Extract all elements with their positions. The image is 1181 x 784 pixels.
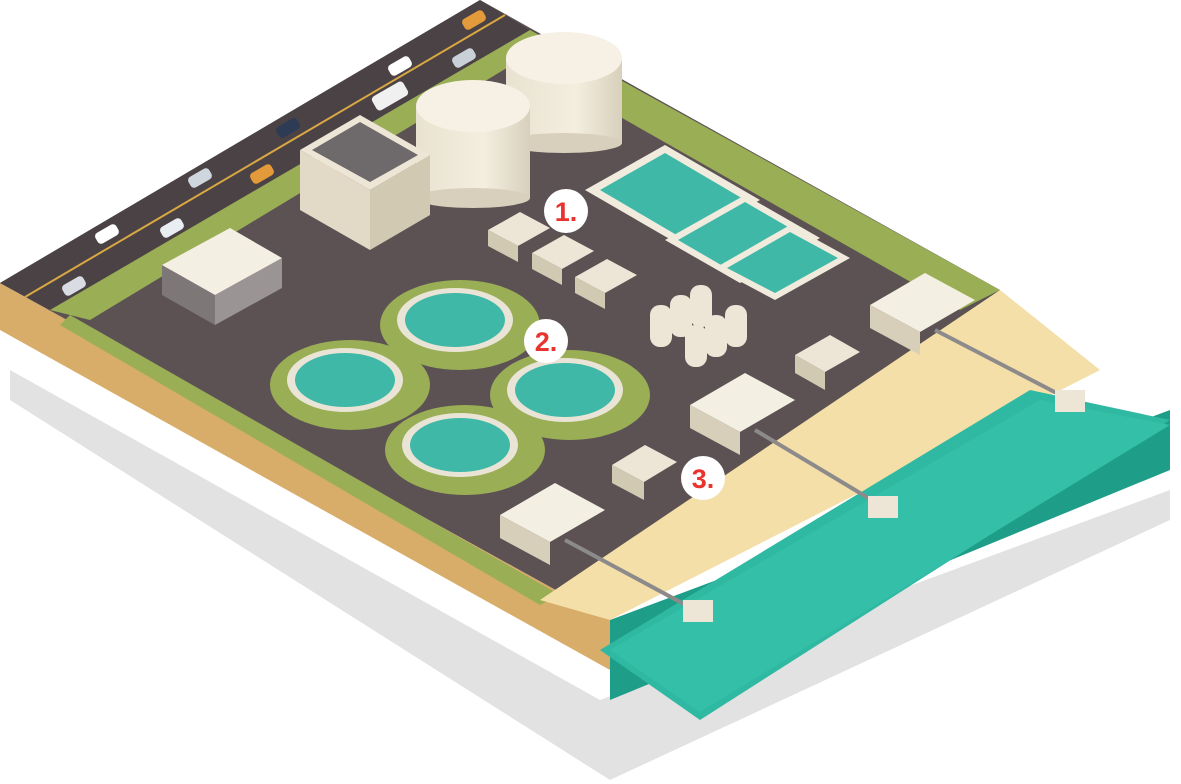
- office-building: [300, 115, 430, 250]
- sea-water-main: [610, 400, 1170, 712]
- intake-tower: [868, 496, 898, 518]
- storage-tank-top: [506, 32, 622, 84]
- intake-pipe: [934, 328, 1071, 402]
- car: [160, 218, 184, 238]
- beach: [540, 290, 1100, 620]
- cars: [62, 10, 486, 296]
- station-roof: [690, 373, 795, 432]
- chemical-silos: [650, 285, 747, 367]
- building-roof-inner: [312, 122, 418, 182]
- utility-building: [612, 445, 677, 482]
- intake-pipe: [753, 428, 882, 507]
- marker-circle: [681, 456, 725, 500]
- garage-left-face: [162, 265, 215, 325]
- silo: [670, 295, 692, 337]
- filtration-basin-water: [678, 202, 807, 276]
- car: [276, 118, 300, 138]
- station-roof: [870, 273, 975, 332]
- clarifier-water: [410, 418, 510, 472]
- silo: [705, 315, 727, 357]
- clarifiers: [270, 280, 650, 495]
- utility-buildings: [612, 335, 860, 500]
- car: [62, 276, 86, 296]
- utility-building: [795, 335, 860, 372]
- station-face: [500, 515, 550, 565]
- silo: [725, 305, 747, 347]
- silo: [685, 325, 707, 367]
- pump-house-face: [575, 277, 605, 309]
- marker-3: 3.: [681, 456, 725, 500]
- silo: [650, 305, 672, 347]
- marker-1: 1.: [544, 189, 588, 233]
- station-roof: [500, 483, 605, 542]
- numbered-markers: 1. 2. 3.: [524, 189, 725, 500]
- silo: [690, 285, 712, 327]
- ground-shadow: [10, 370, 1170, 780]
- car: [388, 56, 412, 76]
- building-right-face: [370, 155, 430, 250]
- filtration-basin-water: [727, 232, 838, 293]
- storage-tanks: [416, 32, 622, 208]
- pump-house: [488, 212, 550, 246]
- car: [95, 224, 119, 244]
- road-center-line: [24, 14, 506, 298]
- storage-tank-top: [416, 80, 530, 132]
- storage-tank-base: [416, 188, 530, 208]
- intake-pipe: [564, 538, 696, 612]
- utility-building-face: [612, 465, 644, 500]
- car: [188, 168, 212, 188]
- marker-circle: [524, 319, 568, 363]
- intake-tower: [683, 600, 713, 622]
- storage-tank-base: [506, 133, 622, 153]
- pump-houses: [488, 212, 637, 309]
- garage-building: [162, 228, 282, 325]
- car: [452, 48, 476, 68]
- station-face: [870, 305, 920, 355]
- garage-right-face: [215, 258, 282, 325]
- building-left-face: [300, 150, 370, 250]
- clarifier-water: [515, 363, 615, 417]
- marker-label: 1.: [555, 197, 578, 227]
- pump-house-face: [532, 253, 562, 285]
- marker-label: 2.: [535, 327, 558, 357]
- grass-bottom-strip: [60, 315, 560, 605]
- utility-building-face: [795, 355, 825, 390]
- intake-stations: [500, 273, 1085, 622]
- earth-side-face: [0, 283, 610, 670]
- station-face: [690, 405, 740, 455]
- clarifier-water: [405, 293, 505, 347]
- marker-2: 2.: [524, 319, 568, 363]
- car: [462, 10, 486, 30]
- pump-house-face: [488, 230, 518, 262]
- clarifier-water: [295, 353, 395, 407]
- garage-roof: [162, 228, 282, 295]
- intake-tower: [1055, 390, 1085, 412]
- marker-circle: [544, 189, 588, 233]
- marker-label: 3.: [692, 464, 715, 494]
- pump-house: [532, 235, 594, 269]
- van: [371, 81, 409, 111]
- car: [250, 164, 274, 184]
- pump-house: [575, 259, 637, 293]
- filtration-basins: [585, 145, 850, 300]
